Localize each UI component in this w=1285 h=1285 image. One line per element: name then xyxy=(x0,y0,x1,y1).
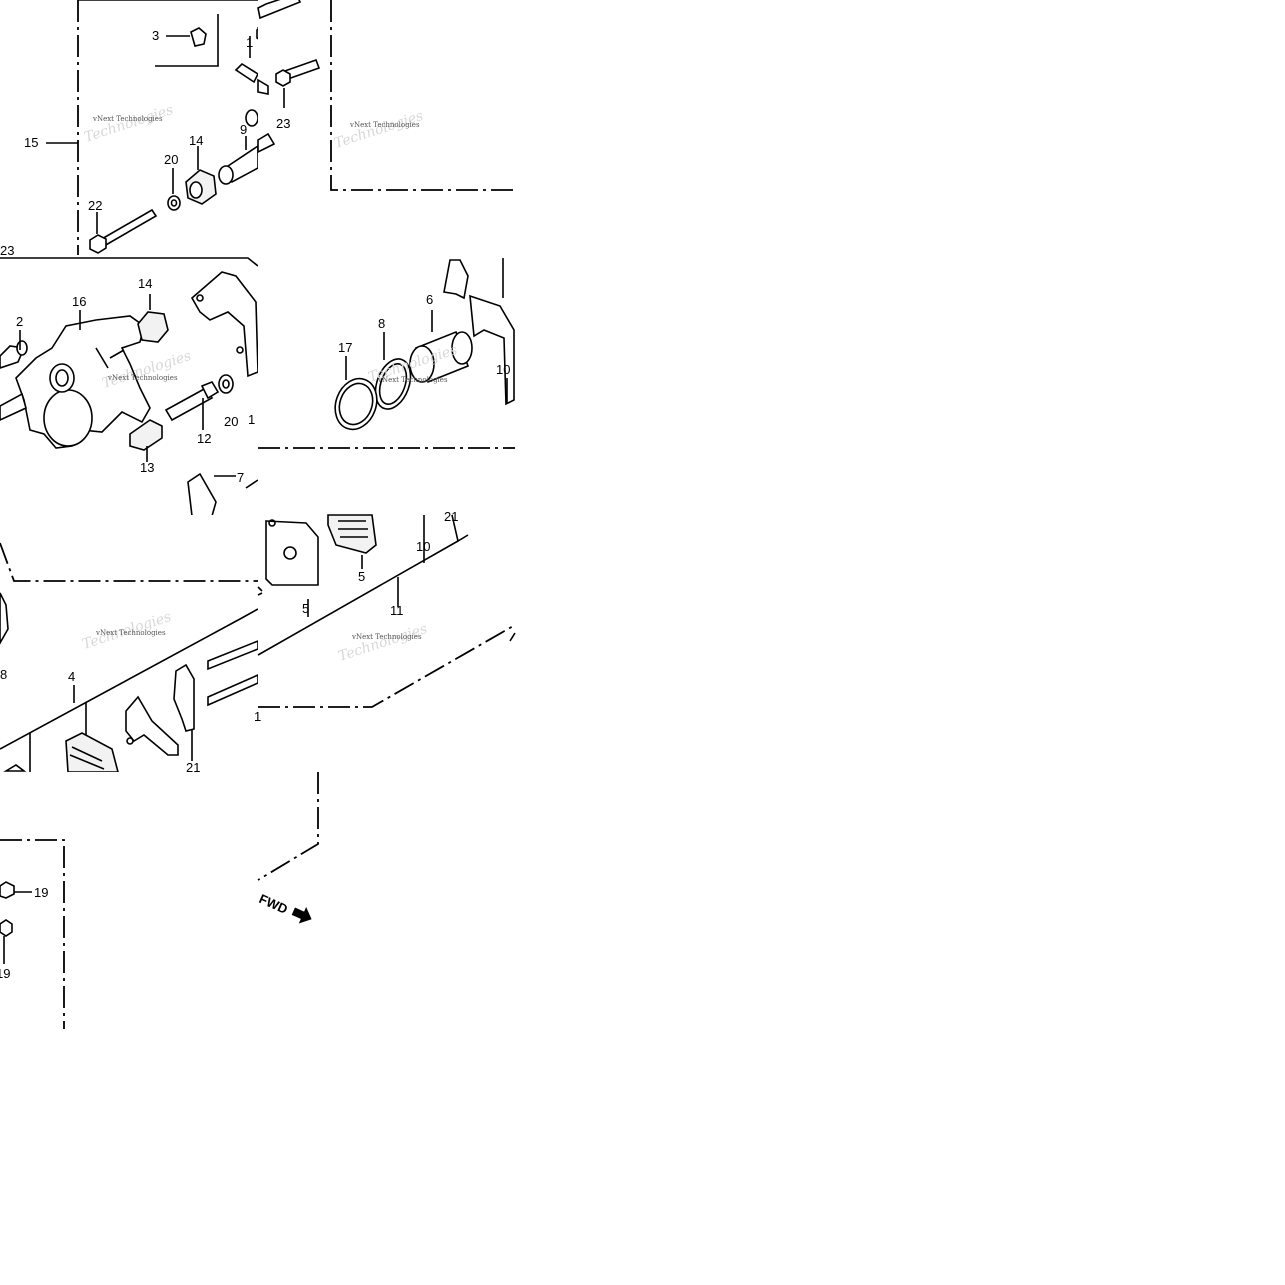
diagram-tile-pad-set-right: Technologies vNext Technologies 5 5 10 1… xyxy=(254,509,516,772)
part-pad-spring xyxy=(187,472,217,517)
part-boot-14 xyxy=(137,311,169,343)
callout-label: 20 xyxy=(164,152,178,167)
part-nut xyxy=(190,27,207,47)
callout-label: 8 xyxy=(378,316,385,331)
part-brake-pad xyxy=(65,732,120,773)
callout-label: 5 xyxy=(358,569,365,584)
callout-label: 23 xyxy=(0,243,14,258)
watermark: vNext Technologies xyxy=(92,115,163,123)
callout-label: 6 xyxy=(426,292,433,307)
callout-label: 1 xyxy=(246,35,253,50)
callout-label: 3 xyxy=(152,28,159,43)
callout-label: 19 xyxy=(34,885,48,900)
part-pad-backing-plate xyxy=(265,520,319,586)
part-piston-seal xyxy=(374,358,412,410)
part-long-bolt xyxy=(98,208,158,248)
callout-label: 16 xyxy=(72,294,86,309)
callout-label: 10 xyxy=(496,362,510,377)
callout-label: 15 xyxy=(24,135,38,150)
callout-label: 23 xyxy=(276,116,290,131)
callout-label: 21 xyxy=(186,760,200,775)
callout-label: 7 xyxy=(237,470,244,485)
part-slide-pin xyxy=(164,386,214,422)
diagram-tile-forward-marker: FWD xyxy=(257,772,515,1029)
watermark: vNext Technologies xyxy=(349,121,420,129)
part-retainer-clip xyxy=(443,259,469,300)
callout-label: 14 xyxy=(189,133,203,148)
part-nut-19 xyxy=(0,881,15,899)
callout-label: 21 xyxy=(444,509,458,524)
svg-text:FWD: FWD xyxy=(257,891,290,917)
watermark: vNext Technologies xyxy=(351,633,422,641)
callout-label: 20 xyxy=(224,414,238,429)
callout-label: 14 xyxy=(138,276,152,291)
callout-label: 22 xyxy=(88,198,102,213)
callout-label: 11 xyxy=(390,603,404,618)
callout-label: 4 xyxy=(68,669,75,684)
part-pad-friction xyxy=(327,514,377,554)
forward-arrow: FWD xyxy=(257,891,312,924)
watermark: vNext Technologies xyxy=(95,629,166,637)
diagram-tile-caliper-bolts: Technologies vNext Technologies 3 1 15 1… xyxy=(0,0,300,258)
diagram-tile-nuts: 19 19 xyxy=(0,772,258,1029)
part-piston-bore xyxy=(43,389,93,447)
part-shim xyxy=(125,695,179,756)
callout-label: 19 xyxy=(0,966,10,981)
part-washer-20 xyxy=(167,195,181,211)
callout-label: 17 xyxy=(338,340,352,355)
part-pad-pin xyxy=(207,639,259,671)
watermark: vNext Technologies xyxy=(107,374,178,382)
svg-text:Technologies: Technologies xyxy=(332,108,425,152)
callout-label: 12 xyxy=(197,431,211,446)
svg-text:Technologies: Technologies xyxy=(82,102,175,146)
callout-label: 5 xyxy=(302,601,309,616)
svg-text:Technologies: Technologies xyxy=(336,621,429,665)
diagram-tile-pad-set-left: Technologies vNext Technologies 8 4 21 xyxy=(0,515,259,775)
part-washer xyxy=(245,109,259,127)
diagram-tile-piston-seals: Technologies vNext Technologies 6 8 17 1… xyxy=(258,258,515,515)
diagram-tile-upper-right: Technologies vNext Technologies 23 xyxy=(257,0,515,258)
callout-label: 13 xyxy=(140,460,154,475)
callout-label: 9 xyxy=(240,122,247,137)
part-bleeder xyxy=(234,62,260,84)
callout-label: 2 xyxy=(16,314,23,329)
callout-label: 1 xyxy=(248,412,255,427)
part-pad-shim xyxy=(469,294,515,406)
callout-label: 1 xyxy=(254,709,261,724)
callout-label: 8 xyxy=(0,667,7,682)
watermark: vNext Technologies xyxy=(377,376,448,384)
part-bracket xyxy=(190,271,259,378)
callout-label: 10 xyxy=(416,539,430,554)
diagram-tile-caliper-body: Technologies vNext Technologies 2 16 14 … xyxy=(0,257,259,517)
